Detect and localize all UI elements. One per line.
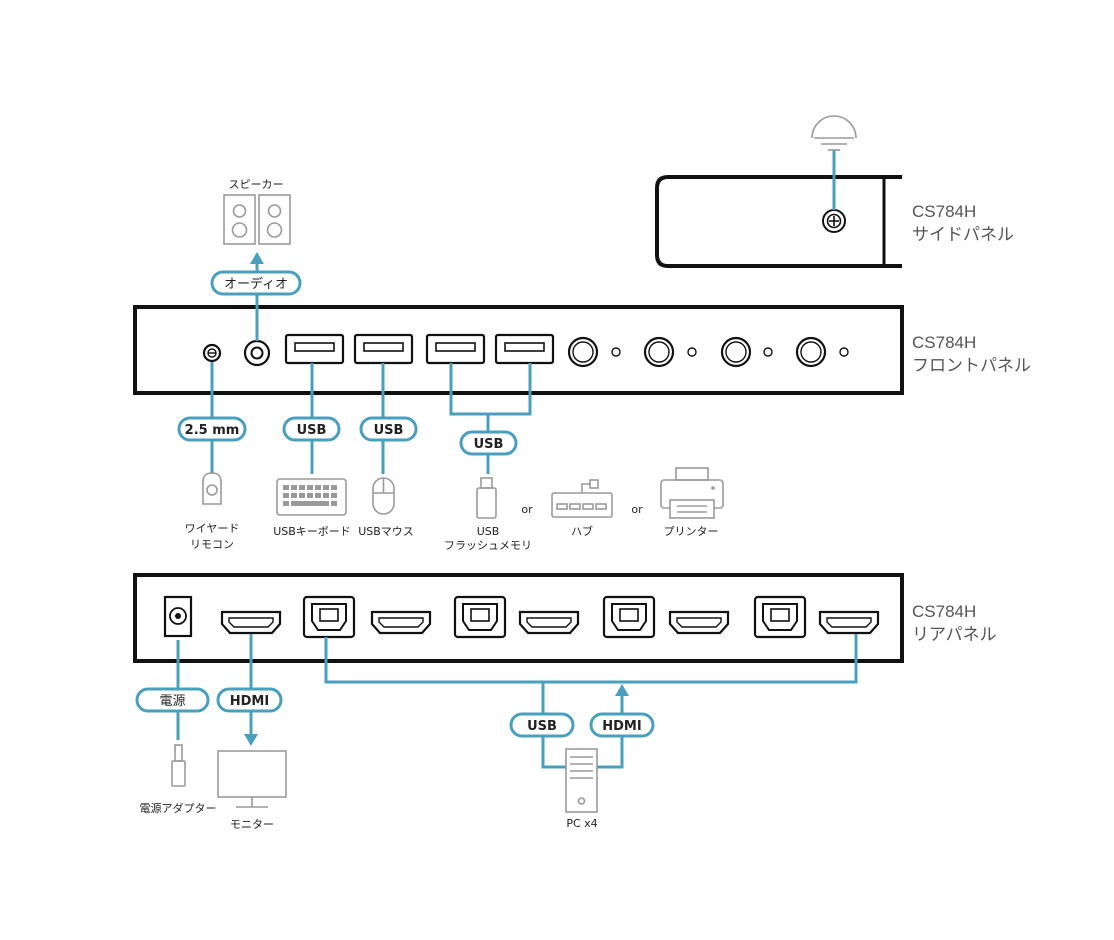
side-panel	[655, 115, 902, 268]
or-label-2: or	[631, 503, 643, 516]
front-panel-name: フロントパネル	[912, 356, 1031, 375]
usb-ports-pill-label: USB	[474, 437, 504, 452]
usb-port-4	[494, 333, 555, 365]
pc-hdmi-arrow-icon	[615, 684, 629, 696]
side-panel-name: サイドパネル	[912, 225, 1014, 244]
usb-port-3	[425, 333, 486, 365]
hdmi-in-port-3	[668, 610, 730, 635]
audio-arrow-icon	[250, 252, 264, 264]
rear-panel-name: リアパネル	[912, 625, 997, 644]
remote-port	[202, 343, 222, 363]
ground-screw-icon	[822, 209, 846, 233]
port-select-button-1	[567, 336, 621, 368]
monitor-label: モニター	[230, 818, 274, 831]
printer-icon	[660, 467, 724, 519]
ground-icon	[811, 115, 857, 151]
flash-label-2: フラッシュメモリ	[444, 539, 532, 552]
pc-usb-pill	[509, 712, 575, 738]
remote-label-1: ワイヤード	[185, 522, 240, 535]
usb-keyboard-pill	[282, 416, 341, 442]
usb-keyboard-pill-label: USB	[297, 423, 327, 438]
audio-pill-label: オーディオ	[224, 276, 288, 292]
monitor-icon	[217, 750, 287, 808]
pc-usb-pill-label: USB	[527, 719, 557, 734]
hdmi-out-port	[220, 610, 282, 635]
rear-panel-model: CS784H	[912, 602, 976, 621]
keyboard-icon	[276, 478, 347, 516]
remote-pill	[177, 416, 247, 442]
pc-hdmi-pill	[589, 712, 655, 738]
front-panel-model: CS784H	[912, 333, 976, 352]
hdmi-out-pill-label: HDMI	[230, 694, 269, 709]
pc-usb-line	[541, 682, 566, 769]
port-select-button-3	[720, 336, 773, 368]
speaker-label: スピーカー	[229, 178, 284, 191]
pc-hdmi-pill-label: HDMI	[602, 719, 641, 734]
side-panel-model: CS784H	[912, 202, 976, 221]
hdmi-out-pill	[216, 687, 283, 713]
power-adapter-icon	[171, 744, 186, 787]
power-pill	[135, 687, 210, 713]
hub-label: ハブ	[571, 524, 593, 538]
port-select-button-2	[643, 336, 697, 368]
usb-b-port-2	[453, 595, 507, 639]
usb-ports-pill	[459, 430, 518, 456]
pc-bus-line	[324, 634, 858, 684]
hdmi-in-port-2	[518, 610, 580, 635]
remote-pill-label: 2.5 mm	[185, 423, 240, 438]
keyboard-label: USBキーボード	[273, 525, 351, 538]
usb-mouse-pill	[359, 416, 418, 442]
or-label-1: or	[521, 503, 533, 516]
pc-tower-icon	[565, 748, 598, 813]
adapter-label: 電源アダプター	[140, 801, 217, 815]
printer-label: プリンター	[664, 525, 719, 538]
power-pill-label: 電源	[159, 694, 185, 709]
mouse-icon	[372, 477, 395, 515]
flash-label-1: USB	[477, 525, 500, 538]
monitor-arrow-icon	[244, 734, 258, 746]
port-select-button-4	[795, 336, 849, 368]
wired-remote-icon	[202, 472, 222, 505]
hub-icon	[551, 479, 613, 518]
hdmi-in-port-4	[818, 610, 880, 635]
usb-b-port-4	[753, 595, 807, 639]
audio-pill	[210, 270, 302, 296]
usb-b-port-1	[302, 595, 356, 639]
mouse-label: USBマウス	[358, 525, 414, 538]
usb-port-2	[353, 333, 414, 365]
pc-label: PC x4	[566, 817, 597, 830]
power-jack	[163, 595, 193, 638]
usb-mouse-pill-label: USB	[374, 423, 404, 438]
usb-b-port-3	[602, 595, 656, 639]
flash-drive-icon	[476, 477, 497, 519]
speaker-icon	[223, 194, 291, 245]
audio-port	[243, 339, 271, 367]
hdmi-in-port-1	[370, 610, 432, 635]
usb-pair-bracket	[449, 363, 532, 416]
remote-label-2: リモコン	[190, 538, 234, 551]
usb-port-1	[284, 333, 345, 365]
